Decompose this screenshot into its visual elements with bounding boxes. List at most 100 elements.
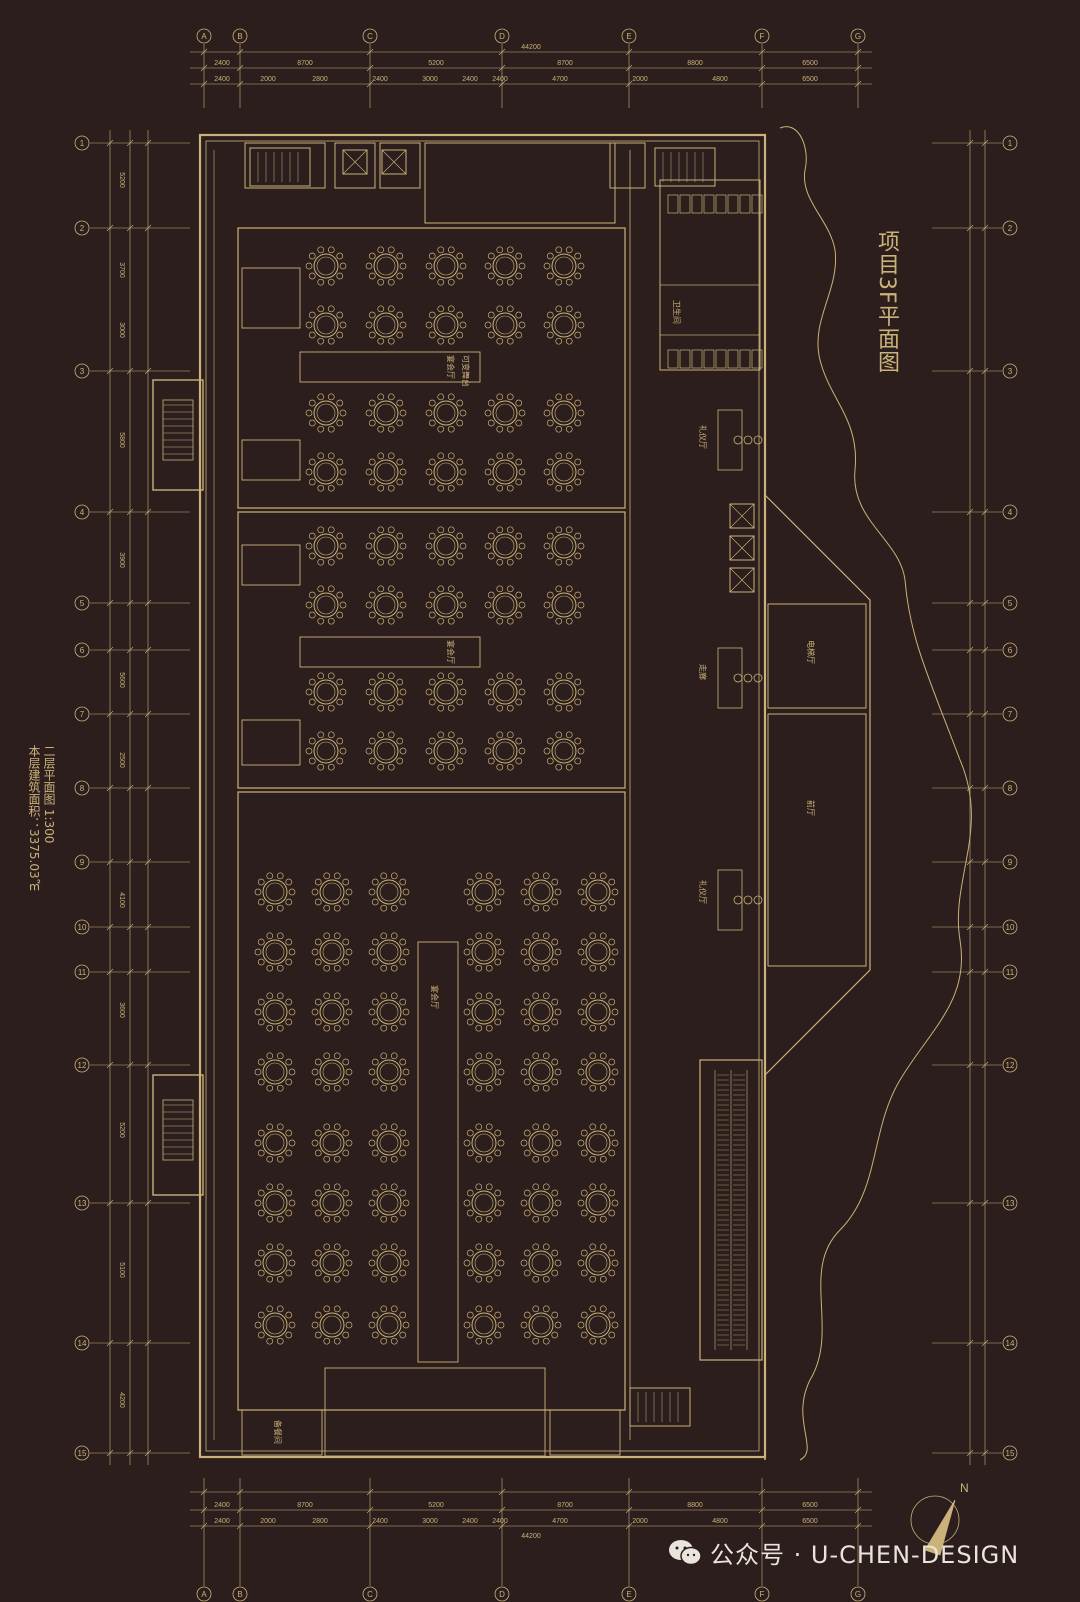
- dimension-tick: [126, 599, 134, 607]
- chair: [447, 484, 455, 492]
- chair: [494, 1058, 502, 1066]
- chair: [496, 763, 504, 771]
- chair: [377, 763, 385, 771]
- chair: [546, 678, 554, 686]
- grid-bubble: [74, 220, 90, 236]
- table-inner: [379, 1002, 399, 1022]
- chair: [285, 898, 293, 906]
- chair: [523, 1331, 531, 1339]
- dimension-tick: [126, 1199, 134, 1207]
- chair: [365, 747, 373, 755]
- chair: [333, 1123, 341, 1131]
- chair: [565, 246, 573, 254]
- chair: [257, 1078, 265, 1086]
- chair: [345, 1068, 353, 1076]
- chair: [276, 964, 284, 972]
- chair: [487, 478, 495, 486]
- chair: [506, 526, 514, 534]
- chair: [574, 331, 582, 339]
- chair: [577, 1321, 585, 1329]
- chair: [574, 478, 582, 486]
- chair: [496, 393, 504, 401]
- chair: [447, 731, 455, 739]
- stairwell: [654, 147, 716, 187]
- chair: [565, 617, 573, 625]
- chair: [542, 1337, 550, 1345]
- chair: [456, 552, 464, 560]
- outer-wall: [198, 133, 767, 1459]
- chair: [266, 1183, 274, 1191]
- chair: [542, 992, 550, 1000]
- chair: [327, 452, 335, 460]
- chair: [551, 1149, 559, 1157]
- grid-label: 14: [78, 1339, 87, 1348]
- chair: [485, 1123, 493, 1131]
- dimension-tick: [200, 48, 208, 56]
- chair: [608, 898, 616, 906]
- banquet-table: [311, 992, 353, 1032]
- dimension-text: 2400: [462, 1518, 478, 1525]
- dimension-text: 5200: [118, 1122, 125, 1138]
- chair: [542, 1084, 550, 1092]
- chair: [574, 698, 582, 706]
- dimension-text: 6500: [802, 76, 818, 83]
- chair: [266, 1215, 274, 1223]
- chair: [546, 311, 554, 319]
- chair: [518, 409, 526, 417]
- chair: [518, 688, 526, 696]
- chair: [266, 1052, 274, 1060]
- chair: [399, 262, 407, 270]
- dimension-tick: [981, 784, 989, 792]
- chair: [520, 1068, 528, 1076]
- chair: [577, 542, 585, 550]
- chair: [390, 932, 398, 940]
- table-top: [262, 939, 288, 965]
- chair: [466, 1058, 474, 1066]
- chair: [342, 938, 350, 946]
- side-room: [241, 1409, 323, 1456]
- chair: [308, 419, 316, 427]
- elevator-shaft: [342, 149, 368, 175]
- table-inner: [495, 682, 515, 702]
- chair: [459, 321, 467, 329]
- chair: [368, 1008, 376, 1016]
- dimension-tick: [106, 968, 114, 976]
- table-top: [376, 1250, 402, 1276]
- stair-flight: [162, 1099, 194, 1161]
- chair: [368, 419, 376, 427]
- chair: [551, 938, 559, 946]
- chair: [611, 1008, 619, 1016]
- dimension-text: 2500: [118, 752, 125, 768]
- chair: [497, 1008, 505, 1016]
- chair: [733, 895, 743, 905]
- runway: [417, 941, 459, 1363]
- room-label-elevator-hall: 电梯厅: [806, 640, 816, 664]
- chair: [484, 601, 492, 609]
- chair: [589, 1305, 597, 1313]
- chair: [402, 1139, 410, 1147]
- grid-bubble: [1002, 780, 1018, 796]
- chair: [496, 526, 504, 534]
- chair: [396, 252, 404, 260]
- table-inner: [316, 536, 336, 556]
- banquet-table: [484, 731, 526, 771]
- chair: [333, 1052, 341, 1060]
- chair: [456, 311, 464, 319]
- chair: [554, 1139, 562, 1147]
- chair: [327, 672, 335, 680]
- chair: [371, 1331, 379, 1339]
- chair: [365, 468, 373, 476]
- chair: [257, 1311, 265, 1319]
- chair: [459, 688, 467, 696]
- chair: [496, 617, 504, 625]
- table-inner: [436, 536, 456, 556]
- chair: [523, 1209, 531, 1217]
- chair: [323, 1215, 331, 1223]
- table-inner: [379, 1315, 399, 1335]
- chair: [565, 484, 573, 492]
- chair: [288, 1259, 296, 1267]
- table-top: [262, 999, 288, 1025]
- chair: [459, 747, 467, 755]
- chair: [506, 558, 514, 566]
- chair: [336, 331, 344, 339]
